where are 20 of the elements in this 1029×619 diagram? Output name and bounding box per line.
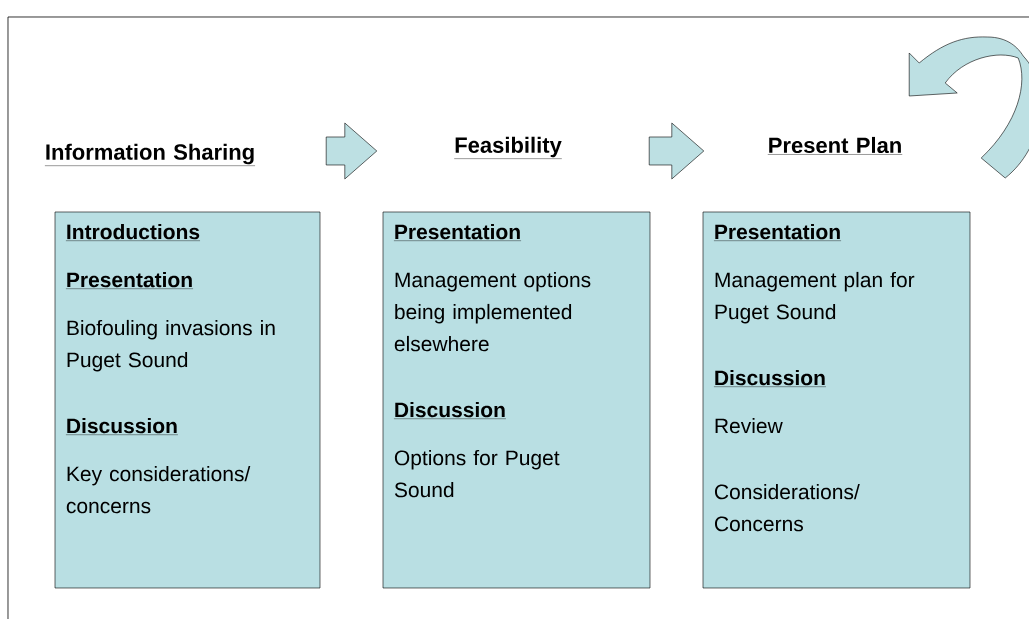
section-heading: Introductions [65, 223, 201, 241]
section-heading: Presentation [65, 271, 194, 289]
section-heading: Discussion [713, 369, 827, 387]
step-heading: Present Plan [767, 136, 903, 155]
section-heading: Presentation [393, 223, 522, 241]
step-heading: Information Sharing [44, 143, 256, 166]
body-text: Biofouling invasions in Puget Sound [67, 319, 275, 372]
body-text: Options for Puget Sound [394, 449, 560, 498]
body-text: Review [715, 417, 783, 434]
body-text: Key considerations/ concerns [66, 465, 251, 514]
section-heading: Discussion [393, 401, 507, 419]
block-arrow [325, 122, 378, 180]
body-text: Management options being implemented elsewhere [394, 271, 591, 352]
block-arrow [648, 122, 705, 180]
body-text: Management plan for Puget Sound [715, 271, 915, 324]
section-heading: Discussion [65, 417, 179, 435]
body-text: Considerations/ Concerns [714, 483, 860, 532]
curved-arrow [908, 36, 1029, 179]
step-heading: Feasibility [454, 136, 562, 159]
section-heading: Presentation [713, 223, 842, 241]
